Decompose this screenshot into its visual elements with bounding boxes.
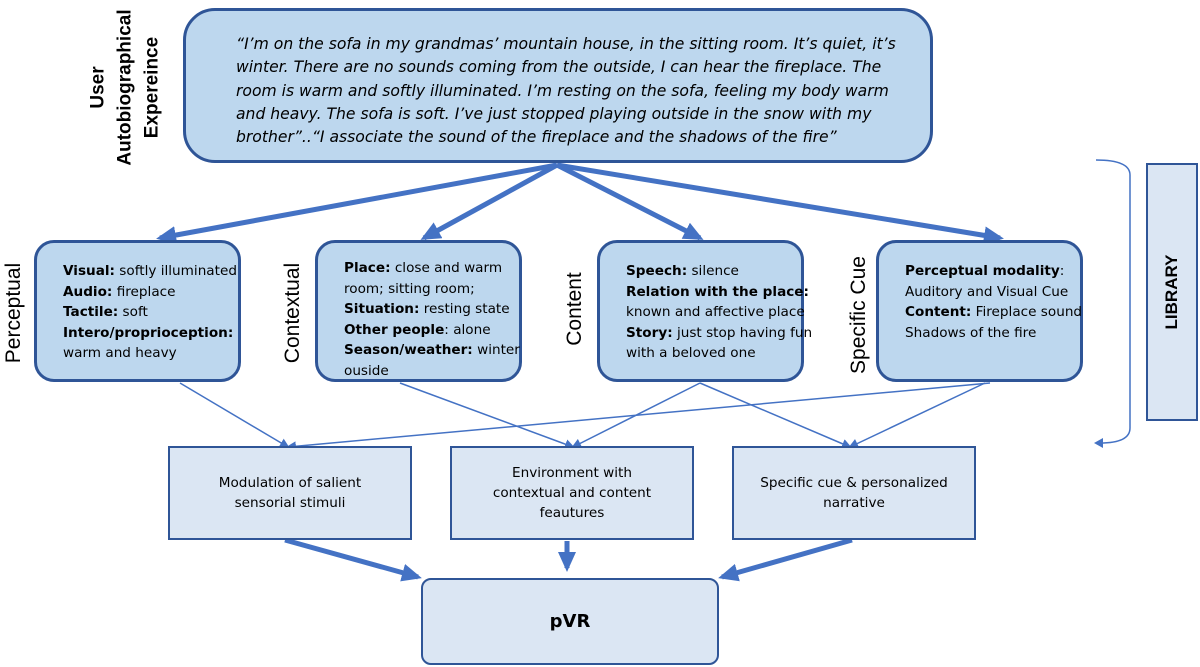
quote-line: room is warm and softly illuminated. I’m… bbox=[236, 81, 889, 100]
pvr-label: pVR bbox=[549, 611, 591, 632]
arrow-to-contextual bbox=[420, 162, 559, 241]
pvr-box: pVR bbox=[421, 578, 719, 665]
content-row: known and affective place bbox=[626, 304, 805, 320]
library-box bbox=[1146, 163, 1198, 421]
arrow-modulation-to-pvr bbox=[284, 537, 422, 582]
perceptual-label: Perceptual bbox=[2, 262, 25, 364]
perceptual-box: Visual: softly illuminated Audio: firepl… bbox=[34, 240, 241, 382]
contextual-label: Contextual bbox=[281, 262, 304, 364]
contextual-row: ouside bbox=[344, 362, 389, 379]
content-label: Content bbox=[563, 272, 586, 346]
arrow-to-specific-cue bbox=[556, 162, 1004, 245]
modulation-line: Modulation of salient bbox=[218, 475, 362, 491]
arrow-perceptual-to-modulation bbox=[179, 382, 290, 449]
user-label-line: Autobiographical bbox=[114, 9, 136, 166]
quote-line: “I’m on the sofa in my grandmas’ mountai… bbox=[236, 35, 896, 53]
perceptual-row: Intero/proprioception: bbox=[63, 324, 234, 341]
specific-cue-row: Shadows of the fire bbox=[905, 324, 1037, 341]
arrow-contextual-to-environment bbox=[399, 382, 575, 449]
user-experience-quote-box: “I’m on the sofa in my grandmas’ mountai… bbox=[183, 8, 933, 163]
arrow-content-to-environment bbox=[571, 382, 701, 448]
arrow-specific-to-modulation bbox=[286, 382, 991, 452]
specific-cue-row: Content: Fireplace sound bbox=[905, 304, 1083, 320]
environment-box: Environment with contextual and content … bbox=[450, 446, 694, 540]
specific-cue-narrative-box: Specific cue & personalized narrative bbox=[732, 446, 976, 540]
content-box: Speech: silence Relation with the place:… bbox=[597, 240, 813, 382]
specific-cue-row: Auditory and Visual Cue bbox=[905, 283, 1069, 300]
library-bracket-arrowhead bbox=[1094, 438, 1103, 448]
content-row: Story: just stop having fun bbox=[626, 324, 813, 341]
specific-cue-row: Perceptual modality: bbox=[905, 263, 1065, 279]
environment-line: feautures bbox=[539, 505, 605, 521]
contextual-row: room; sitting room; bbox=[344, 280, 475, 297]
quote-line: winter. There are no sounds coming from … bbox=[236, 58, 882, 77]
perceptual-row: Tactile: soft bbox=[63, 304, 148, 320]
library-bracket bbox=[1095, 159, 1131, 444]
contextual-row: Season/weather: winter bbox=[344, 342, 520, 358]
contextual-row: Situation: resting state bbox=[344, 301, 510, 317]
contextual-box: Place: close and warm room; sitting room… bbox=[315, 240, 522, 382]
content-row: Relation with the place: bbox=[626, 283, 809, 300]
content-row: Speech: silence bbox=[626, 263, 739, 279]
modulation-box: Modulation of salient sensorial stimuli bbox=[168, 446, 412, 540]
modulation-line: sensorial stimuli bbox=[234, 495, 346, 511]
arrow-to-content bbox=[555, 162, 704, 241]
arrow-to-perceptual bbox=[156, 162, 558, 244]
arrow-specific-to-specific bbox=[848, 382, 986, 449]
specific-narrative-line: Specific cue & personalized bbox=[760, 475, 948, 491]
library-label: LIBRARY bbox=[1162, 254, 1181, 330]
contextual-row: Other people: alone bbox=[344, 321, 491, 338]
quote-line: and heavy. The sofa is soft. I’ve just s… bbox=[236, 104, 872, 123]
perceptual-row: Visual: softly illuminated bbox=[63, 263, 237, 279]
contextual-row: Place: close and warm bbox=[344, 260, 503, 276]
perceptual-row: Audio: fireplace bbox=[63, 283, 176, 300]
user-label-line: Expereince bbox=[141, 36, 163, 139]
environment-line: Environment with bbox=[512, 465, 632, 481]
quote-line: brother”..“I associate the sound of the … bbox=[236, 128, 837, 147]
specific-cue-box: Perceptual modality: Auditory and Visual… bbox=[876, 240, 1083, 382]
content-row: with a beloved one bbox=[626, 345, 756, 361]
user-label-line: User bbox=[87, 66, 109, 109]
arrow-content-to-specific bbox=[699, 382, 852, 449]
specific-cue-label: Specific Cue bbox=[847, 256, 870, 374]
specific-narrative-line: narrative bbox=[823, 495, 885, 511]
perceptual-row: warm and heavy bbox=[63, 345, 177, 361]
arrow-specific-to-pvr bbox=[718, 537, 853, 582]
environment-line: contextual and content bbox=[492, 485, 652, 501]
